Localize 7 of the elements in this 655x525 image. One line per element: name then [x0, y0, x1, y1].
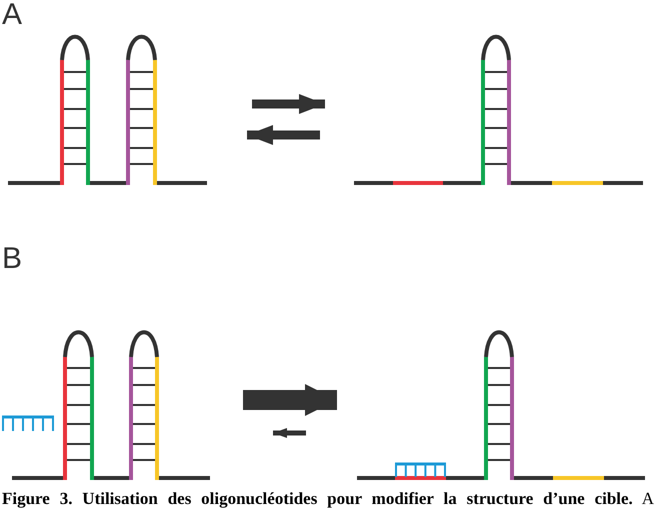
figure-caption: Figure 3. Utilisation des oligonucléotides pour modifier la structure d’une cible. A	[2, 489, 654, 509]
reaction-arrow	[273, 428, 306, 438]
reaction-arrow	[247, 125, 320, 145]
reaction-arrow	[252, 94, 325, 114]
panel-label: A	[2, 0, 22, 30]
reaction-arrow	[243, 384, 337, 416]
panel-label: B	[2, 244, 22, 274]
